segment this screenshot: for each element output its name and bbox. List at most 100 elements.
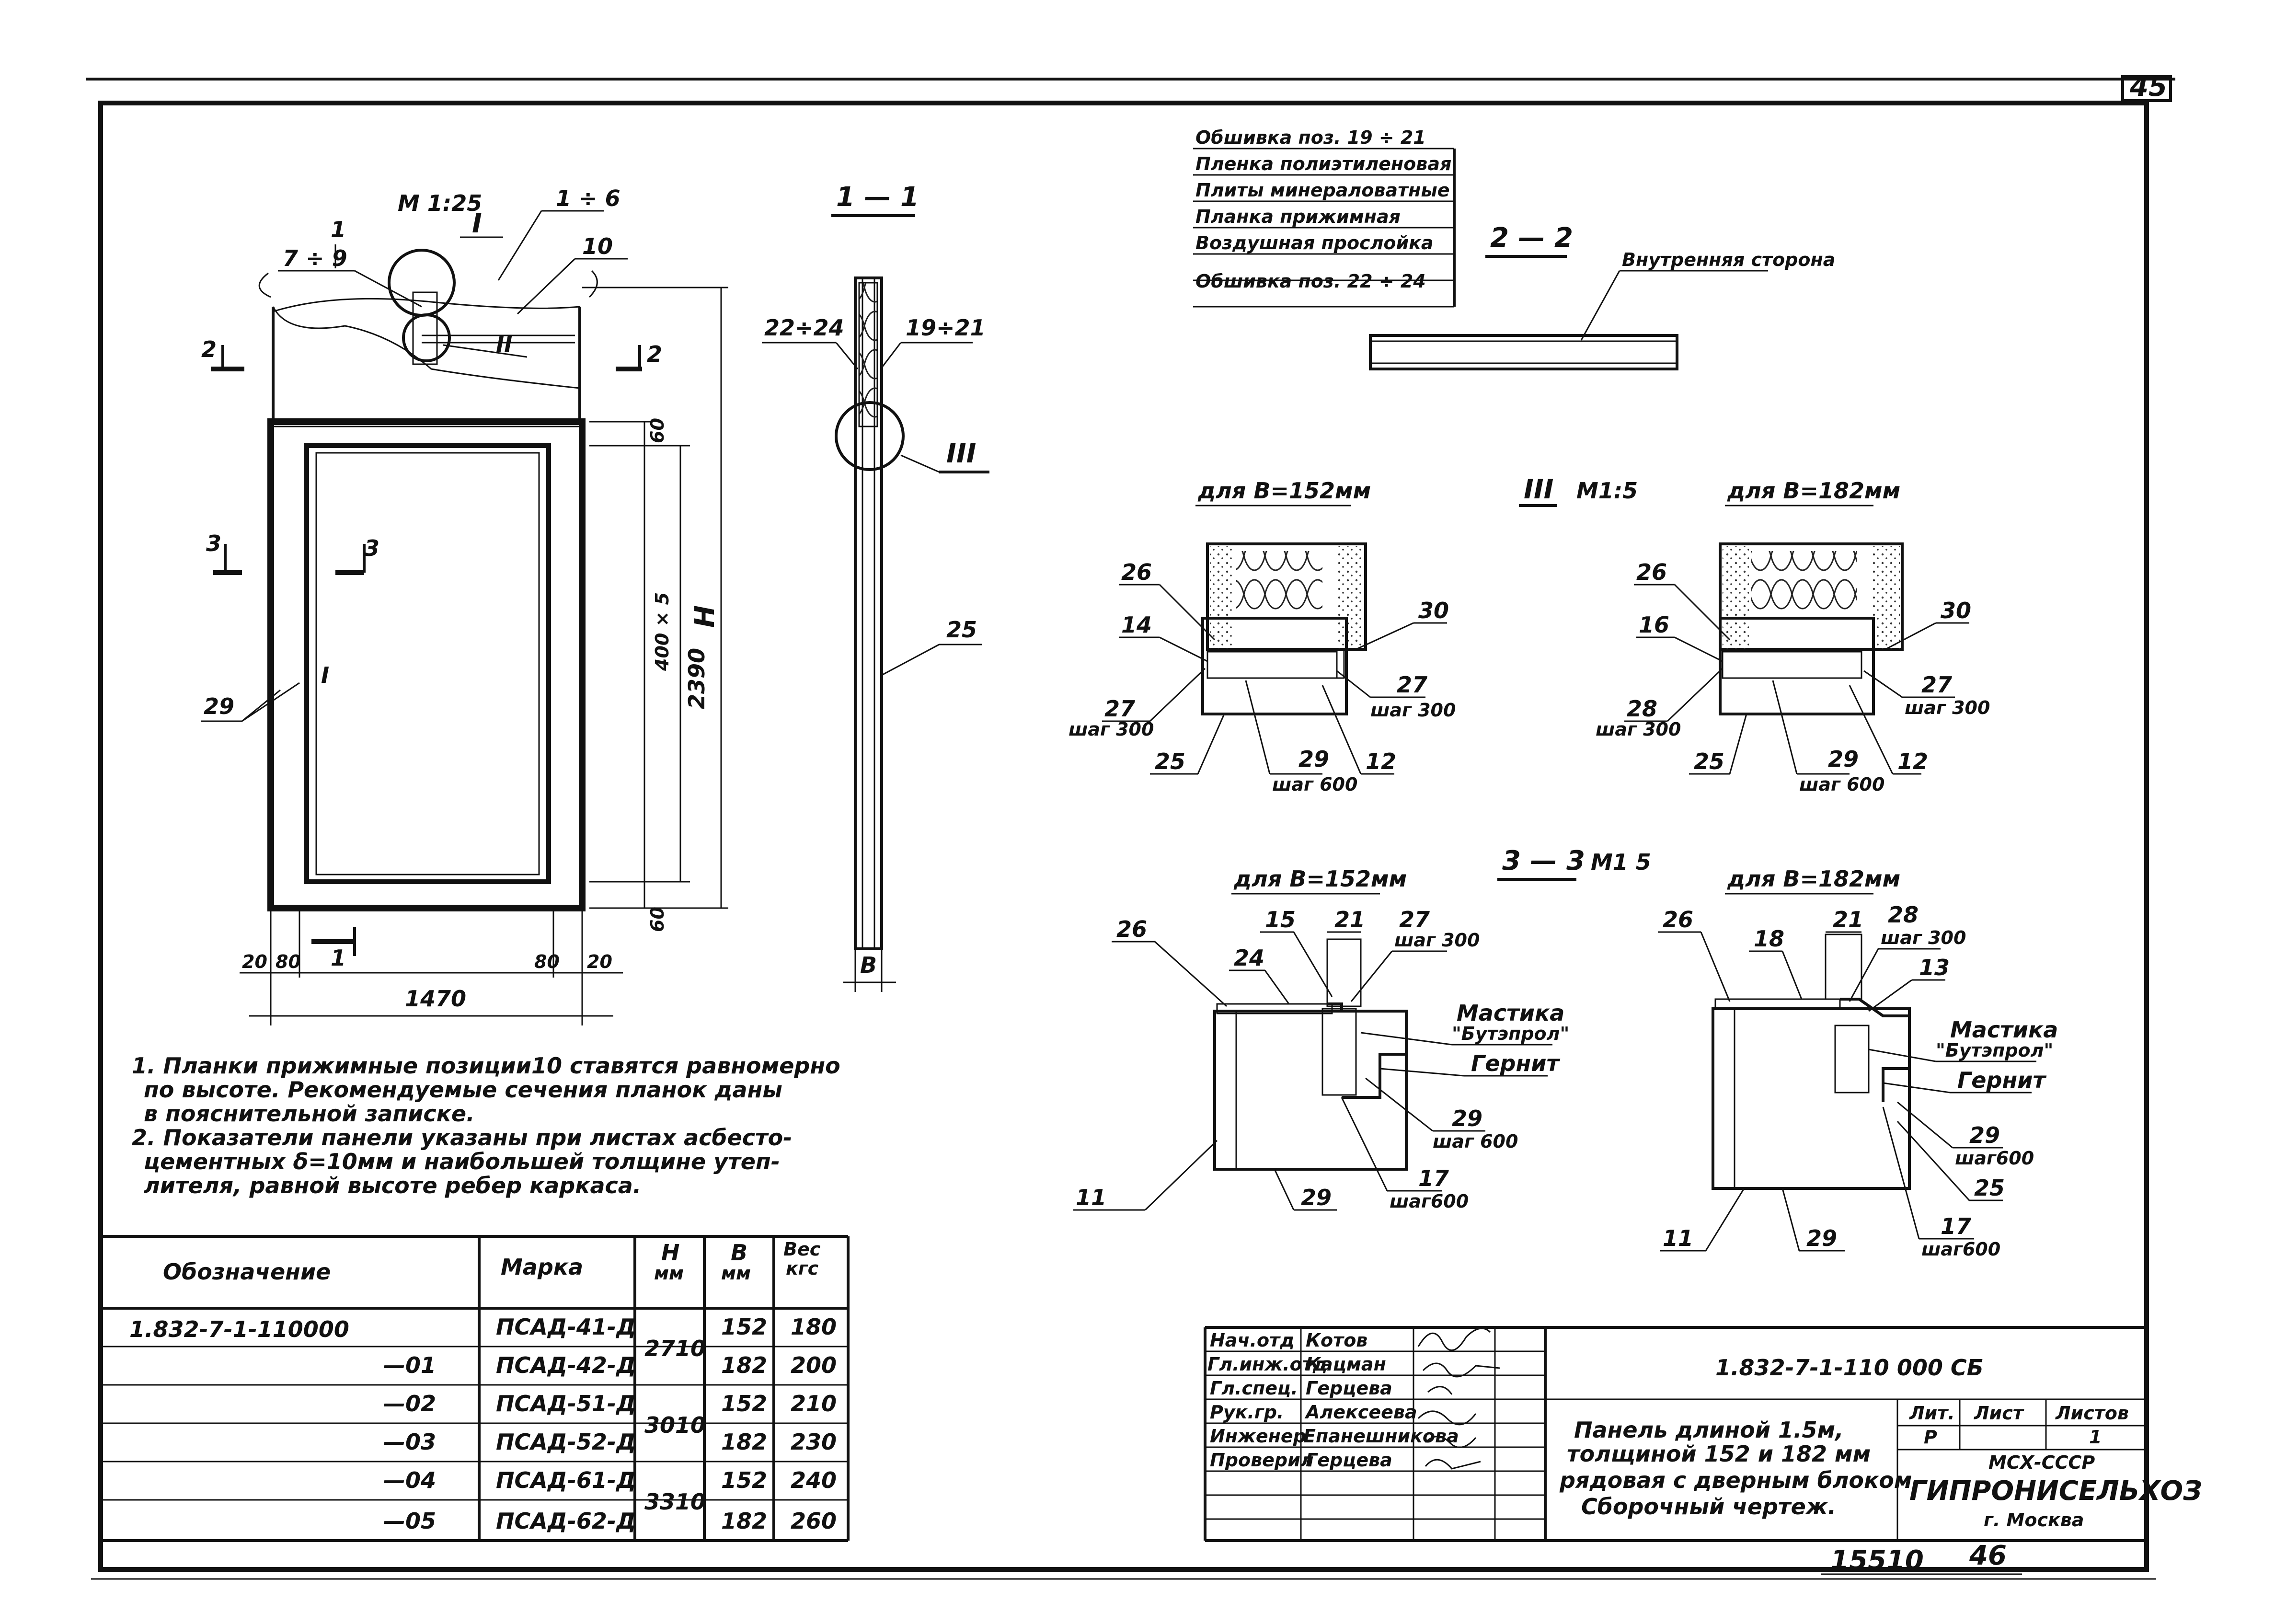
dim-80-left: 80 xyxy=(276,951,301,972)
s33l-26: 26 xyxy=(1116,916,1147,942)
d3l-27a: 27 xyxy=(1104,696,1135,722)
layer-row-3: Плиты минераловатные xyxy=(1195,180,1449,201)
height-3010: 3010 xyxy=(644,1412,706,1438)
s33l-mastic-name: "Бутэпрол" xyxy=(1452,1023,1569,1044)
desc-line-4: Сборочный чертеж. xyxy=(1581,1494,1836,1520)
row-6-mark: ПСАД-62-Д xyxy=(496,1508,636,1534)
s33r-28-step: шаг 300 xyxy=(1881,927,1966,948)
s33l-subtitle: для B=152мм xyxy=(1233,866,1407,892)
org-ministry: МСХ-СССР xyxy=(1988,1452,2095,1473)
desc-line-1: Панель длиной 1.5м, xyxy=(1574,1417,1844,1443)
row-5-mark: ПСАД-61-Д xyxy=(496,1467,636,1493)
doc-code: 1.832-7-1-110 000 СБ xyxy=(1715,1355,1984,1381)
s33r-17-step: шаг600 xyxy=(1921,1239,2000,1260)
d3r-27-step: шаг 300 xyxy=(1905,697,1990,718)
role-2: Гл.инж.отд xyxy=(1207,1354,1327,1375)
d3l-14: 14 xyxy=(1121,612,1152,638)
section-1-1: 1 — 1 22÷24 19÷21 III 25 B xyxy=(762,182,989,992)
s33r-mastic-name: "Бутэпрол" xyxy=(1936,1040,2053,1061)
row-2-code: —01 xyxy=(383,1352,436,1378)
archive-page: 46 xyxy=(1969,1540,2007,1571)
note-line-1: 1. Планки прижимные позиции10 ставятся р… xyxy=(132,1053,840,1079)
row-2-wt: 200 xyxy=(791,1352,837,1378)
s33l-17-step: шаг600 xyxy=(1390,1191,1469,1212)
d3r-29-step: шаг 600 xyxy=(1799,774,1884,795)
spec-table: Обозначение Марка H мм B мм Вес кгс 1.83… xyxy=(103,1235,850,1542)
s33l-27: 27 xyxy=(1399,907,1430,933)
s33l-29b: 29 xyxy=(1301,1185,1332,1210)
section-mark-2-right: 2 xyxy=(647,341,662,367)
callout-I: I xyxy=(472,208,482,239)
layer-legend: Обшивка поз. 19 ÷ 21 Пленка полиэтиленов… xyxy=(1193,127,1835,370)
role-5: Инженер xyxy=(1210,1426,1306,1447)
row-6-B: 182 xyxy=(721,1508,767,1534)
role-4: Рук.гр. xyxy=(1210,1402,1284,1423)
d3l-25: 25 xyxy=(1155,749,1185,774)
layer-row-5: Воздушная прослойка xyxy=(1195,232,1434,253)
row-4-B: 182 xyxy=(721,1429,767,1455)
d3r-16: 16 xyxy=(1639,612,1669,638)
name-2: Кацман xyxy=(1306,1354,1386,1375)
s33r-gernit: Гернит xyxy=(1957,1067,2046,1093)
section-3-3-scale: М1 5 xyxy=(1591,849,1651,875)
s33l-21: 21 xyxy=(1334,907,1365,933)
org-city: г. Москва xyxy=(1984,1509,2084,1531)
name-5: Епанешникова xyxy=(1303,1426,1459,1447)
inner-side-label: Внутренняя сторона xyxy=(1622,249,1835,270)
layer-row-6: Обшивка поз. 22 ÷ 24 xyxy=(1195,271,1426,292)
hdr-weight: Вес xyxy=(783,1239,821,1260)
section-2-2-title: 2 — 2 xyxy=(1490,222,1573,253)
sheet-label: Лист xyxy=(1974,1403,2024,1424)
row-3-mark: ПСАД-51-Д xyxy=(496,1391,636,1417)
row-4-code: —03 xyxy=(383,1429,436,1455)
dim-2390: 2390 xyxy=(684,648,710,709)
org-name: ГИПРОНИСЕЛЬХОЗ xyxy=(1909,1475,2202,1507)
s33r-29a: 29 xyxy=(1969,1122,2000,1148)
layer-row-2: Пленка полиэтиленовая xyxy=(1195,153,1451,174)
row-3-code: —02 xyxy=(383,1391,436,1417)
name-1: Котов xyxy=(1306,1330,1367,1351)
layer-row-1: Обшивка поз. 19 ÷ 21 xyxy=(1195,127,1426,148)
d3l-27a-step: шаг 300 xyxy=(1069,719,1154,740)
row-1-code: 1.832-7-1-110000 xyxy=(129,1316,349,1342)
d3r-30: 30 xyxy=(1941,598,1971,623)
detail-III-left-subtitle: для B=152мм xyxy=(1197,478,1371,504)
sheets-label: Листов xyxy=(2055,1403,2129,1424)
d3l-27b-step: шаг 300 xyxy=(1370,700,1456,721)
leader-1-6: 1 ÷ 6 xyxy=(556,185,620,211)
dim-60-top: 60 xyxy=(647,418,668,443)
row-5-wt: 240 xyxy=(791,1467,837,1493)
s33r-mastic: Мастика xyxy=(1950,1017,2058,1043)
d3r-28: 28 xyxy=(1627,696,1657,722)
height-3310: 3310 xyxy=(644,1489,706,1515)
lit-label: Лит. xyxy=(1909,1403,1955,1424)
elevation-scale: М 1:25 xyxy=(398,190,482,216)
section-3-3-title: 3 — 3 xyxy=(1502,845,1585,876)
section-mark-1-bottom: 1 xyxy=(331,945,346,971)
row-3-B: 152 xyxy=(721,1391,767,1417)
detail-III-right-subtitle: для B=182мм xyxy=(1727,478,1900,504)
row-2-mark: ПСАД-42-Д xyxy=(496,1352,636,1378)
archive-number: 15510 xyxy=(1830,1545,1924,1576)
s33r-25: 25 xyxy=(1974,1175,2005,1201)
name-3: Герцева xyxy=(1306,1378,1392,1399)
hdr-mark: Марка xyxy=(501,1254,583,1280)
detail-III-title: III xyxy=(1524,474,1554,505)
detail-III-scale: М1:5 xyxy=(1576,478,1638,504)
panel-mark-I: I xyxy=(321,662,329,688)
sheets-value: 1 xyxy=(2089,1427,2102,1448)
s33l-17: 17 xyxy=(1418,1165,1449,1191)
section-3-3: 3 — 3 М1 5 для B=152мм 26 15 24 21 27 ша… xyxy=(1073,845,2058,1260)
leader-22-24: 22÷24 xyxy=(764,315,844,341)
dim-400x5: 400 × 5 xyxy=(652,592,673,671)
layer-row-4: Планка прижимная xyxy=(1195,206,1401,227)
s33r-29b: 29 xyxy=(1806,1225,1837,1251)
d3r-25: 25 xyxy=(1694,749,1724,774)
s33l-29a-step: шаг 600 xyxy=(1433,1131,1518,1152)
section-1-1-title: 1 — 1 xyxy=(836,182,919,213)
leader-29-elevation: 29 xyxy=(204,693,234,719)
hdr-H-unit: мм xyxy=(654,1263,684,1284)
section-mark-1-top: 1 xyxy=(331,217,346,242)
general-notes: 1. Планки прижимные позиции10 ставятся р… xyxy=(132,1053,840,1198)
